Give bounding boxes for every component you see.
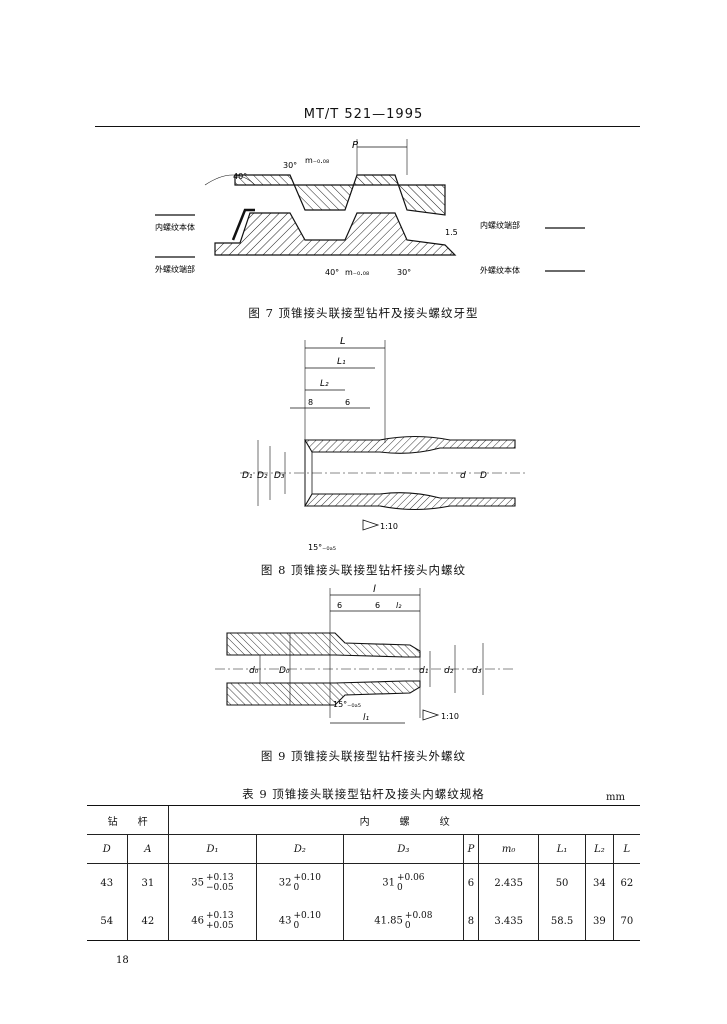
L1-label: L₁ — [337, 357, 346, 367]
angle-label: 15°₋₀ₐ₅ — [308, 543, 336, 552]
dim8-label: 8 — [308, 398, 313, 407]
cell-L2: 34 — [585, 863, 614, 902]
d3-label: d₃ — [472, 666, 482, 676]
m-bottom-label: m₋₀.₀₈ — [345, 268, 369, 277]
cell-P: 6 — [462, 863, 479, 902]
D0-label: D₀ — [279, 666, 290, 676]
cell-D: 54 — [87, 902, 128, 941]
figure-8-caption: 图 8 顶锥接头联接型钻杆接头内螺纹 — [260, 563, 467, 577]
col-L: L — [612, 834, 640, 864]
col-D3: D₃ — [343, 834, 464, 864]
angle-40-bottom-label: 40° — [325, 268, 339, 277]
pitch-label: P — [352, 140, 359, 151]
angle-30-top-label: 30° — [283, 161, 297, 170]
external-body-label: 外螺纹本体 — [480, 265, 520, 275]
D2-label: D₂ — [257, 471, 268, 481]
col-A: A — [126, 834, 169, 864]
external-end-label: 外螺纹端部 — [155, 264, 195, 274]
table-9-title: 表 9 顶锥接头联接型钻杆及接头内螺纹规格 — [242, 787, 485, 801]
figure-9-external-thread: l 6 6 l₂ d₀ D₀ d₁ d₂ d₃ l₁ 15°₋₀ₐ₅ 1:10 — [215, 584, 515, 724]
cell-P: 8 — [462, 902, 479, 941]
cell-L: 70 — [612, 902, 640, 941]
cell-D: 43 — [100, 877, 114, 889]
taper-label: 1:10 — [380, 522, 398, 531]
group-drill-header: 钻 杆 — [87, 805, 169, 835]
col-D2: D₂ — [255, 834, 344, 864]
header-rule — [95, 126, 640, 127]
d-label: d — [460, 471, 466, 481]
table-unit: mm — [606, 792, 625, 803]
internal-end-label: 内螺纹端部 — [480, 220, 520, 230]
cell-L: 62 — [612, 863, 640, 902]
dim6a-label: 6 — [337, 601, 342, 610]
dim6-label: 6 — [345, 398, 350, 407]
cell-L1: 58.5 — [538, 902, 586, 941]
cell-L1: 50 — [538, 863, 586, 902]
cell-D1: 46+0.13+0.05 — [168, 902, 257, 941]
figure-8-internal-thread: L L₁ L₂ 8 6 D₁ D₂ D₃ d D 1:10 15°₋₀ₐ₅ — [240, 336, 525, 552]
col-m0: m₀ — [478, 834, 539, 864]
angle-40-label: 40° — [233, 172, 247, 181]
col-D1: D₁ — [168, 834, 257, 864]
D3-label: D₃ — [274, 471, 285, 481]
D-label: D — [480, 471, 487, 481]
page-header: MT/T 521—1995 — [303, 107, 424, 122]
d1-label: d₁ — [419, 666, 429, 676]
cell-A: 31 — [126, 863, 169, 902]
figure-7-caption: 图 7 顶锥接头联接型钻杆及接头螺纹牙型 — [248, 306, 479, 320]
figure-7-thread-profile: P m₋₀.₀₈ 30° 40° 1.5 m₋₀.₀₈ 40° 30° 内螺纹本… — [155, 139, 585, 277]
cell-L2: 39 — [585, 902, 614, 941]
cell-m0: 2.435 — [478, 863, 539, 902]
cell-m0: 3.435 — [478, 902, 539, 941]
D1-label: D₁ — [242, 471, 253, 481]
col-P: P — [462, 834, 479, 864]
col-L2: L₂ — [585, 834, 614, 864]
angle-30-bottom-label: 30° — [397, 268, 411, 277]
L2-label: L₂ — [320, 379, 329, 389]
l1-label: l₁ — [363, 713, 370, 723]
internal-body-label: 内螺纹本体 — [155, 222, 195, 232]
l-label: l — [373, 584, 376, 595]
d2-label: d₂ — [444, 666, 454, 676]
angle-label-9: 15°₋₀ₐ₅ — [333, 700, 361, 709]
m-top-label: m₋₀.₀₈ — [305, 156, 329, 165]
page-number: 18 — [116, 955, 129, 966]
group-thread-header: 内 螺 纹 — [168, 805, 640, 835]
table-9: 钻 杆 内 螺 纹 D A D₁ D₂ D₃ P m₀ L₁ L₂ L 43 3… — [87, 805, 640, 941]
cell-D1: 35+0.13−0.05 — [168, 863, 257, 902]
d0-label: d₀ — [249, 666, 259, 676]
col-D: D — [87, 834, 128, 864]
depth-label: 1.5 — [445, 228, 458, 237]
l2-label: l₂ — [396, 601, 402, 610]
dim6b-label: 6 — [375, 601, 380, 610]
cell-A: 42 — [126, 902, 169, 941]
L-label: L — [340, 336, 346, 347]
col-L1: L₁ — [538, 834, 586, 864]
taper-label-9: 1:10 — [441, 712, 459, 721]
figure-9-caption: 图 9 顶锥接头联接型钻杆接头外螺纹 — [260, 749, 467, 763]
